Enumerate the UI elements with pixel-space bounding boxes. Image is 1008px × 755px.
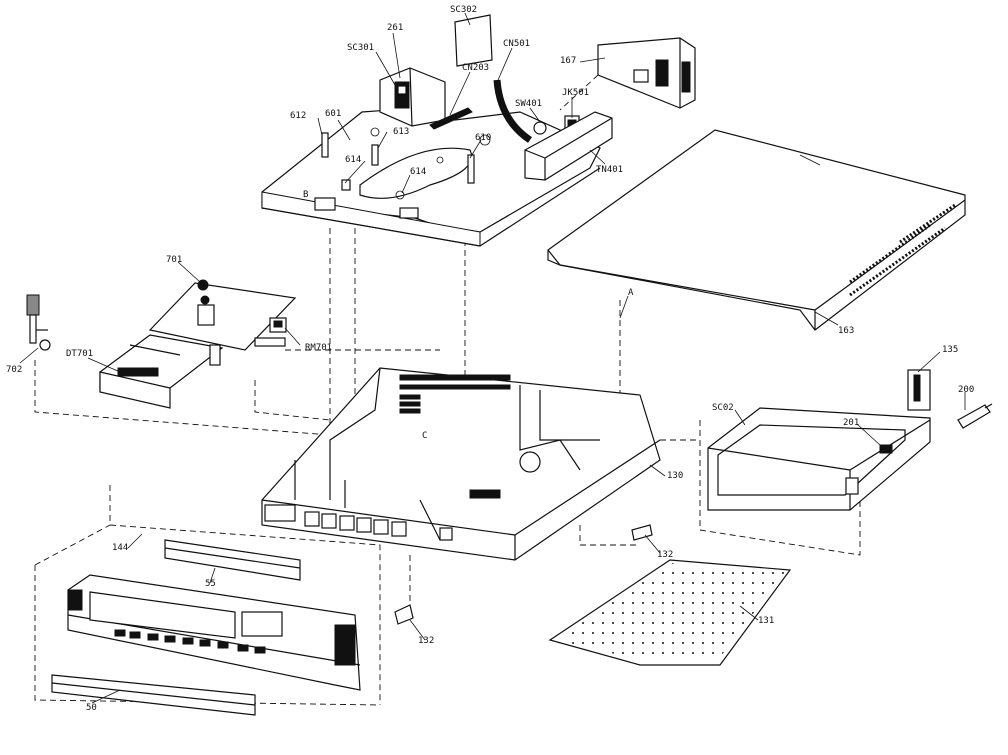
- label-614b: 614: [410, 167, 426, 177]
- label-701: 701: [166, 255, 182, 265]
- bracket-sc301: [379, 67, 446, 127]
- label-261: 261: [387, 23, 403, 33]
- label-144: 144: [112, 543, 128, 553]
- vent-slots: [849, 203, 956, 297]
- part-702: [26, 294, 51, 351]
- front-door-50: [51, 674, 256, 716]
- cable-cn501: [493, 79, 533, 143]
- label-tn401: TN401: [596, 165, 623, 175]
- part-labels: 261 SC302 SC301 CN203 CN501 167 JK501 SW…: [6, 5, 974, 713]
- foot-132-right: [631, 524, 653, 541]
- label-jk501: JK501: [562, 88, 589, 98]
- top-cover-163: [547, 129, 966, 331]
- label-55: 55: [205, 579, 216, 589]
- front-panel: [67, 574, 361, 691]
- label-sc301: SC301: [347, 43, 374, 53]
- label-614a: 614: [345, 155, 361, 165]
- label-610: 610: [475, 133, 491, 143]
- label-sc302: SC302: [450, 5, 477, 15]
- label-sw401: SW401: [515, 99, 542, 109]
- bottom-plate-131: [548, 559, 792, 666]
- label-612: 612: [290, 111, 306, 121]
- bracket-135: [907, 369, 931, 411]
- label-200: 200: [958, 385, 974, 395]
- label-dt701: DT701: [66, 349, 93, 359]
- pin-200: [957, 403, 993, 429]
- label-130: 130: [667, 471, 683, 481]
- switch-sw401: [533, 121, 547, 135]
- chassis-130: [261, 367, 661, 561]
- leader-lines: [19, 12, 966, 704]
- label-132b: 132: [418, 636, 434, 646]
- label-sc02: SC02: [712, 403, 734, 413]
- label-601: 601: [325, 109, 341, 119]
- label-cn203: CN203: [462, 63, 489, 73]
- label-613: 613: [393, 127, 409, 137]
- label-131: 131: [758, 616, 774, 626]
- button-row: [114, 629, 266, 654]
- label-c: C: [422, 431, 427, 441]
- label-135: 135: [942, 345, 958, 355]
- shield-sc302: [454, 14, 493, 67]
- label-201: 201: [843, 418, 859, 428]
- deck-shield-sc02: [707, 407, 931, 511]
- label-rm701: RM701: [305, 343, 332, 353]
- front-panel-bracket-55: [164, 539, 301, 581]
- foot-132-left: [394, 604, 414, 625]
- display-board-701: [99, 279, 297, 409]
- rear-panel-167: [559, 37, 696, 111]
- label-cn501: CN501: [503, 39, 530, 49]
- tuner-tn401: [524, 111, 613, 181]
- label-163: 163: [838, 326, 854, 336]
- label-132a: 132: [657, 550, 673, 560]
- label-167: 167: [560, 56, 576, 66]
- cable-cn203: [429, 107, 473, 130]
- jack-row: [304, 511, 453, 541]
- label-b: B: [303, 190, 308, 200]
- label-50: 50: [86, 703, 97, 713]
- label-702: 702: [6, 365, 22, 375]
- label-a: A: [628, 288, 634, 298]
